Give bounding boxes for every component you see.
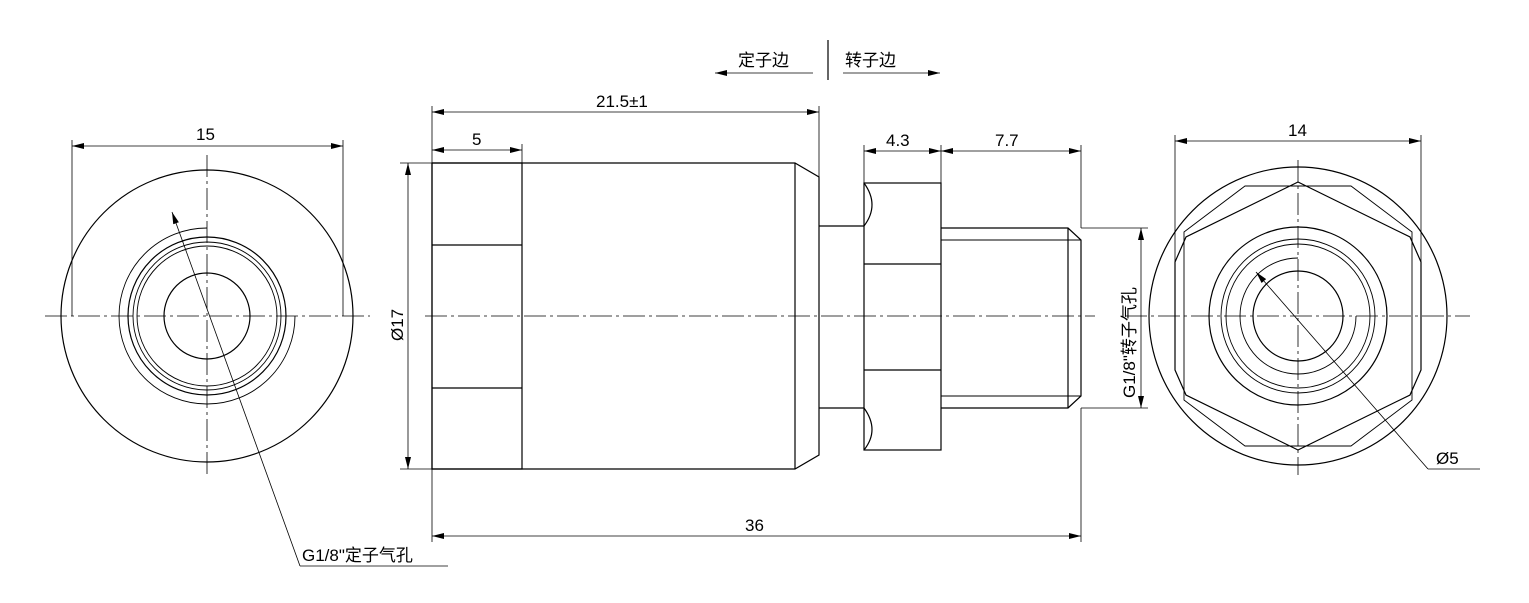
dim-bore: Ø5 [1436, 449, 1459, 468]
dim-right-width: 14 [1288, 121, 1307, 140]
rotor-side-label: 转子边 [845, 51, 896, 70]
dim-thread-length: 7.7 [995, 131, 1019, 150]
dim-hex-length: 5 [472, 130, 481, 149]
stator-side-label: 定子边 [738, 51, 789, 70]
stator-port-callout: G1/8"定子气孔 [302, 546, 413, 565]
rotor-port-callout: G1/8"转子气孔 [1120, 287, 1139, 398]
dim-nut-width: 4.3 [886, 131, 910, 150]
side-indicator: 定子边 转子边 [715, 40, 940, 80]
side-view: 21.5±1 5 Ø17 4.3 7.7 36 G1/8"转子气孔 [388, 92, 1148, 542]
dim-diameter-17: Ø17 [388, 309, 407, 341]
right-end-view: 14 Ø5 [1125, 121, 1480, 475]
dim-total-length: 36 [745, 516, 764, 535]
dim-left-width: 15 [196, 125, 215, 144]
left-end-view: 15 G1/8"定子气孔 [45, 125, 448, 567]
dim-body-length: 21.5±1 [596, 92, 648, 111]
